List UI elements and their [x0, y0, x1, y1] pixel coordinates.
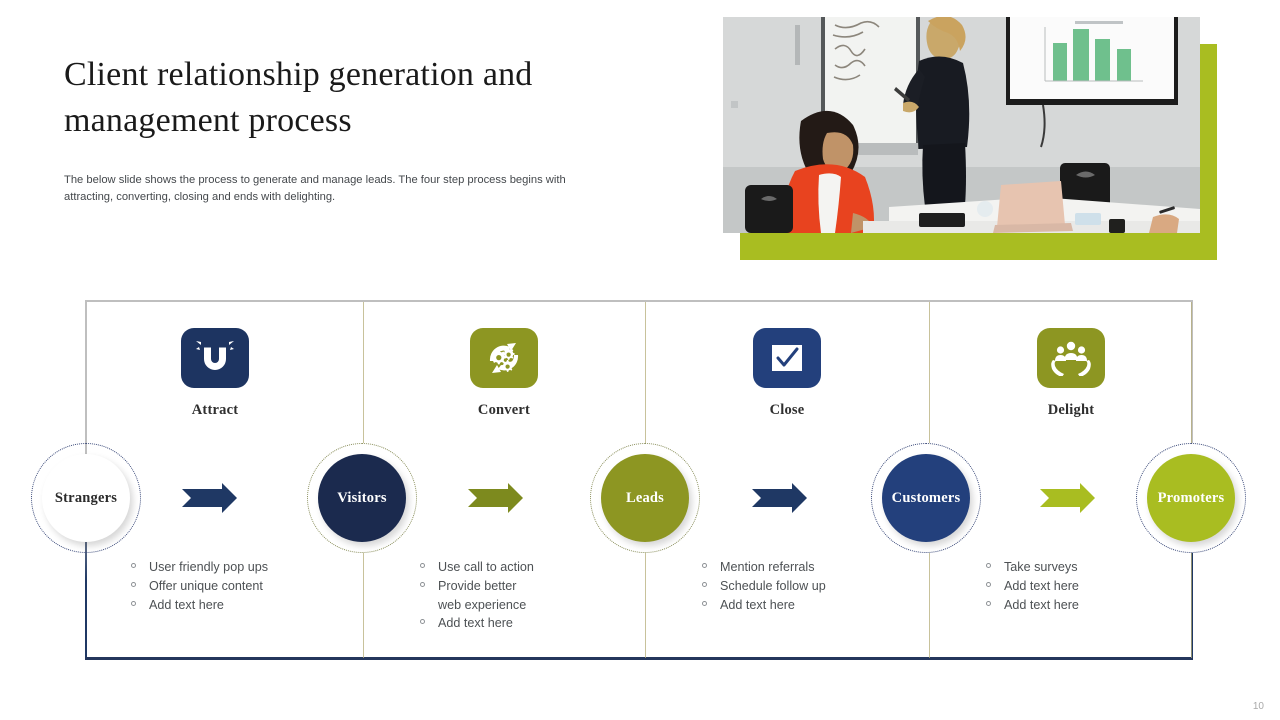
arrow-customers-to-promoters — [1040, 483, 1104, 513]
node-leads[interactable]: Leads — [590, 443, 700, 553]
step-convert[interactable]: Convert — [444, 328, 564, 419]
magnet-icon — [181, 328, 249, 388]
page-title: Client relationship generation and manag… — [64, 56, 533, 139]
step-label: Close — [769, 402, 805, 418]
hands-people-icon — [1037, 328, 1105, 388]
bullet-marker — [131, 581, 136, 587]
node-label: Promoters — [1157, 489, 1225, 506]
list-item: Mention referrals — [700, 558, 900, 577]
bullet-marker — [702, 600, 707, 606]
node-disc: Leads — [601, 454, 689, 542]
checkbox-check-icon — [753, 328, 821, 388]
list-item: Add text here — [129, 596, 329, 615]
bullet-marker — [702, 563, 707, 568]
frame-border-top — [85, 300, 1193, 302]
node-customers[interactable]: Customers — [871, 443, 981, 553]
node-disc: Strangers — [42, 454, 130, 542]
list-item: Add text here — [700, 596, 900, 615]
step-close[interactable]: Close — [727, 328, 847, 419]
node-visitors[interactable]: Visitors — [307, 443, 417, 553]
bullet-marker — [702, 581, 707, 587]
page-subtitle: The below slide shows the process to gen… — [64, 174, 566, 204]
node-label: Customers — [891, 489, 961, 506]
node-ring — [31, 443, 141, 553]
list-item: Offer unique content — [129, 577, 329, 596]
list-item: Schedule follow up — [700, 577, 900, 596]
list-item-line: web experience — [438, 597, 527, 612]
hero-image-block — [723, 17, 1217, 260]
bullet-list-delight: Take surveys Add text here Add text here — [984, 558, 1184, 614]
list-item: Use call to action — [418, 558, 618, 577]
node-disc: Visitors — [318, 454, 406, 542]
bullet-marker — [420, 563, 425, 568]
bullet-marker — [986, 600, 991, 606]
step-delight[interactable]: Delight — [1011, 328, 1131, 419]
step-label: Convert — [477, 402, 531, 418]
arrow-strangers-to-visitors — [182, 483, 246, 513]
list-item: Add text here — [984, 577, 1184, 596]
gears-cycle-icon — [470, 328, 538, 388]
bullet-marker — [131, 563, 136, 568]
node-promoters[interactable]: Promoters — [1136, 443, 1246, 553]
node-label: Visitors — [337, 489, 387, 506]
list-item: Add text here — [984, 596, 1184, 615]
step-label: Delight — [1047, 402, 1095, 418]
bullet-marker — [131, 600, 136, 606]
arrow-leads-to-customers — [752, 483, 816, 513]
bullet-marker — [420, 581, 425, 587]
page-number: 10 — [1252, 701, 1264, 712]
node-label: Leads — [625, 489, 665, 506]
list-item: Take surveys — [984, 558, 1184, 577]
bullet-list-attract: User friendly pop ups Offer unique conte… — [129, 558, 329, 614]
bullet-marker — [986, 581, 991, 587]
arrow-visitors-to-leads — [468, 483, 532, 513]
list-item: Add text here — [418, 614, 618, 633]
list-item: Provide better web experience — [418, 577, 618, 615]
step-label: Attract — [191, 402, 239, 418]
bullet-list-convert: Use call to action Provide better web exp… — [418, 558, 618, 633]
bullet-marker — [420, 619, 425, 625]
list-item: User friendly pop ups — [129, 558, 329, 577]
list-item-line: Provide better — [438, 578, 517, 593]
node-strangers[interactable]: Strangers — [31, 443, 141, 553]
node-disc: Promoters — [1147, 454, 1235, 542]
frame-border-bottom — [85, 657, 1193, 660]
node-disc: Customers — [882, 454, 970, 542]
step-attract[interactable]: Attract — [155, 328, 275, 419]
meeting-photo — [723, 17, 1200, 233]
bullet-marker — [986, 563, 991, 568]
bullet-list-close: Mention referrals Schedule follow up Add… — [700, 558, 900, 614]
node-label: Strangers — [54, 489, 118, 506]
